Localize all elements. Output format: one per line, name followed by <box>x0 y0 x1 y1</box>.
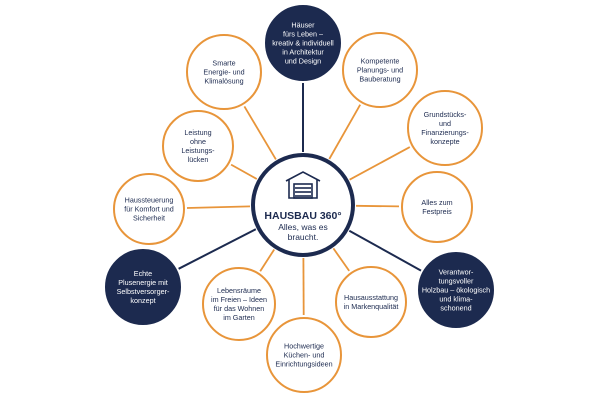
node-label-line: Einrichtungsideen <box>275 360 332 369</box>
node-label-line: lücken <box>188 155 209 164</box>
connector-planung <box>328 104 361 160</box>
node-label-line: konzepte <box>430 137 459 146</box>
node-label-line: Grundstücks- <box>424 110 467 119</box>
node-label-line: Sicherheit <box>133 214 165 223</box>
node-label-line: Leistung <box>184 128 211 137</box>
node-circle <box>202 267 276 341</box>
node-circle <box>113 173 185 245</box>
center-subtitle-line: braucht. <box>288 232 319 242</box>
connector-holzbau <box>348 229 422 272</box>
connector-lebensraeume <box>259 249 275 272</box>
connector-festpreis <box>355 204 400 208</box>
node-label-line: Häuser <box>291 21 315 30</box>
node-label-line: für das Wohnen <box>214 304 265 313</box>
node-label-line: konzept <box>130 296 155 305</box>
node-label-line: in Markenqualität <box>344 302 399 311</box>
node-circle <box>401 171 473 243</box>
node-label-line: Holzbau – ökologisch <box>422 286 490 295</box>
node-label-line: Kompetente <box>361 57 400 66</box>
node-label-line: und Design <box>285 57 321 66</box>
node-label-line: Plusenergie mit <box>118 278 168 287</box>
center-subtitle-line: Alles, was es <box>278 222 328 232</box>
center-title: HAUSBAU 360° <box>264 210 341 222</box>
connector-energie <box>243 105 277 160</box>
node-label-line: Festpreis <box>422 207 452 216</box>
node-label-line: ohne <box>190 137 206 146</box>
node-label-line: Klimalösung <box>204 77 243 86</box>
node-label-line: im Freien – Ideen <box>211 295 267 304</box>
node-label-line: für Komfort und <box>124 205 174 214</box>
connector-grundstueck <box>349 146 411 181</box>
node-label-line: Hausausstattung <box>344 293 398 302</box>
node-label-line: in Architektur <box>282 48 324 57</box>
node-circle <box>266 317 342 393</box>
node-label-line: Smarte <box>212 59 235 68</box>
node-label-line: Hochwertige <box>284 342 324 351</box>
node-circle <box>418 252 494 328</box>
connector-haussteuerung <box>186 205 251 209</box>
connector-leistung <box>230 163 258 180</box>
node-circle <box>335 266 407 338</box>
connector-plusenergie <box>178 228 257 270</box>
node-label-line: Finanzierungs- <box>421 128 469 137</box>
node-label-line: kreativ & individuell <box>272 39 334 48</box>
node-label-line: Energie- und <box>203 68 244 77</box>
node-label-line: Lebensräume <box>217 286 261 295</box>
node-label-line: Planungs- und <box>357 66 403 75</box>
node-label-line: und klima- <box>439 295 473 304</box>
node-circle <box>265 5 341 81</box>
node-label-line: Küchen- und <box>284 351 325 360</box>
node-circle <box>407 90 483 166</box>
node-label-line: Selbstversorger- <box>117 287 170 296</box>
garage-house-icon <box>285 171 321 199</box>
node-label-line: und <box>439 119 451 128</box>
connector-ausstattung <box>332 247 350 272</box>
node-label-line: im Garten <box>223 313 255 322</box>
node-label-line: schonend <box>440 304 471 313</box>
connector-lines <box>178 83 422 316</box>
node-circle <box>105 249 181 325</box>
center-ring <box>251 153 355 257</box>
node-circle <box>342 32 418 108</box>
node-label-line: fürs Leben – <box>283 30 323 39</box>
node-label-line: Haussteuerung <box>125 196 174 205</box>
node-label-line: Leistungs- <box>181 146 215 155</box>
node-label-line: tungsvoller <box>439 277 474 286</box>
node-label-line: Verantwor- <box>439 268 474 277</box>
node-circle <box>162 110 234 182</box>
node-label-line: Alles zum <box>421 198 452 207</box>
node-circle <box>186 34 262 110</box>
node-label-line: Bauberatung <box>359 75 400 84</box>
node-label-line: Echte <box>134 269 152 278</box>
